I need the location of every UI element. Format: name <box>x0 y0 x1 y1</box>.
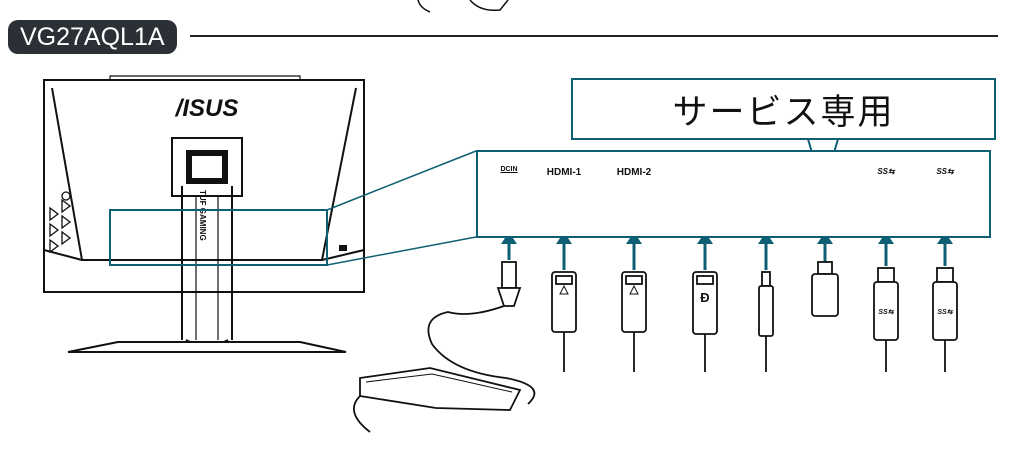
stand-label: TUF GAMING <box>198 190 207 241</box>
cables <box>353 261 958 433</box>
port-label-hdmi1: HDMI-1 <box>546 167 582 178</box>
port-label-usb-b: SS⇆ <box>877 167 895 176</box>
port-panel <box>476 150 991 238</box>
monitor-back <box>43 75 365 353</box>
model-name-badge: VG27AQL1A <box>8 20 177 54</box>
connection-arrows <box>501 232 953 270</box>
usb-b-plug-logo: SS⇆ <box>878 309 894 316</box>
displayport-plug-logo-icon: Ɖ <box>700 290 709 305</box>
top-cable-fragment <box>417 0 509 13</box>
service-only-label: サービス専用 <box>571 78 996 140</box>
port-label-hdmi2: HDMI-2 <box>616 167 652 178</box>
zoom-guide-top <box>326 150 477 211</box>
brand-logo: /ISUS <box>175 95 239 122</box>
port-area-highlight <box>109 209 328 266</box>
zoom-guide-bottom <box>326 236 477 266</box>
port-label-usb-a: SS⇆ <box>936 167 954 176</box>
port-label-dcin: DCIN <box>500 166 518 173</box>
usb-a-plug-logo: SS⇆ <box>937 309 953 316</box>
header-divider <box>190 35 998 37</box>
